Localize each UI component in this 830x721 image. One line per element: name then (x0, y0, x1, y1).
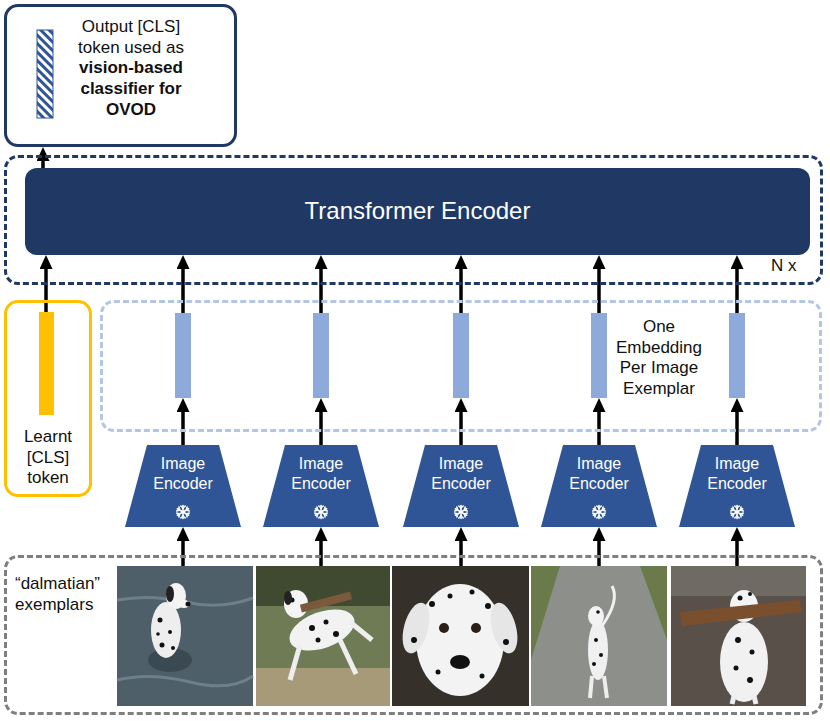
arrow-connector (735, 265, 739, 313)
node-label: “dalmatian” exemplars (15, 574, 119, 615)
arrow-connector (735, 408, 739, 445)
arrow-connector (459, 537, 463, 566)
image-encoder: Image Encoder (403, 445, 519, 527)
arrow-connector (41, 157, 45, 168)
node-label: Image Encoder (697, 454, 777, 493)
node-label: Image Encoder (559, 454, 639, 493)
exemplar-group: “dalmatian” exemplars (4, 555, 823, 715)
encoder-shape (125, 445, 241, 527)
node-label: N x (771, 256, 815, 277)
embedding-bar (313, 313, 329, 398)
node-label: Output [CLS] token used as (65, 17, 197, 58)
node-label: Image Encoder (281, 454, 361, 493)
exemplar-photo (392, 566, 529, 706)
arrow-connector (319, 537, 323, 566)
arrow-connector (597, 537, 601, 566)
output-token-icon (37, 30, 53, 118)
embedding-bar (591, 313, 607, 398)
arrow-connector (44, 265, 48, 312)
encoder-shape (541, 445, 657, 527)
arrow-connector (735, 537, 739, 566)
image-encoder: Image Encoder (679, 445, 795, 527)
arrow-connector (459, 265, 463, 313)
arrow-connector (181, 265, 185, 313)
node-label: One Embedding Per Image Exemplar (603, 317, 715, 400)
frozen-snowflake-symbol (177, 506, 190, 519)
encoder-shape (403, 445, 519, 527)
cls-token-bar (39, 312, 54, 415)
arrow-connector (459, 408, 463, 445)
frozen-snowflake-symbol (731, 506, 744, 519)
node-label: Image Encoder (421, 454, 501, 493)
arrow-connector (181, 408, 185, 445)
arrow-connector (597, 265, 601, 313)
encoder-shape (263, 445, 379, 527)
output-box: Output [CLS] token used asvision-based c… (4, 4, 237, 147)
embedding-bar (729, 313, 745, 398)
exemplar-photo (531, 566, 667, 706)
image-encoder: Image Encoder (263, 445, 379, 527)
embedding-bar (453, 313, 469, 398)
arrow-connector (319, 408, 323, 445)
frozen-snowflake-symbol (315, 506, 328, 519)
node-label: vision-based classifier for OVOD (65, 58, 197, 120)
image-encoder: Image Encoder (541, 445, 657, 527)
image-encoder: Image Encoder (125, 445, 241, 527)
repeat-block: N x Transformer Encoder (4, 155, 823, 285)
node-label: Image Encoder (143, 454, 223, 493)
frozen-snowflake-symbol (593, 506, 606, 519)
node-label: Learnt [CLS] token (7, 427, 89, 489)
encoder-shape (679, 445, 795, 527)
node-label: Transformer Encoder (25, 196, 810, 225)
frozen-snowflake-symbol (455, 506, 468, 519)
embedding-region: One Embedding Per Image Exemplar (100, 300, 822, 432)
arrow-connector (597, 408, 601, 445)
arrow-connector (181, 537, 185, 566)
exemplar-photo (117, 566, 253, 706)
embedding-bar (175, 313, 191, 398)
exemplar-photo (671, 566, 806, 706)
exemplar-photo (256, 566, 390, 706)
transformer-encoder-box: Transformer Encoder (25, 168, 810, 255)
arrow-connector (319, 265, 323, 313)
cls-token-box: Learnt [CLS] token (4, 300, 92, 497)
